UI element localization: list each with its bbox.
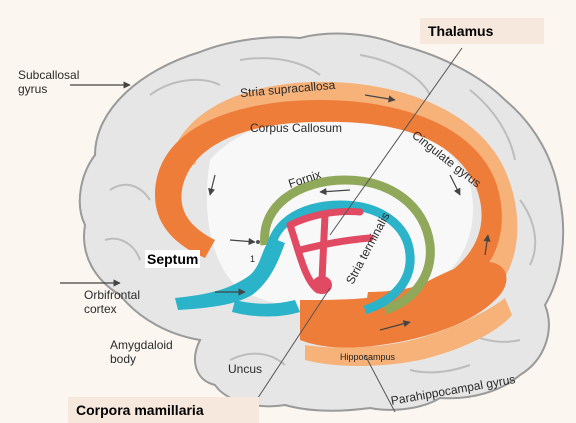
mark-dot [256, 240, 260, 244]
mamillary-body [312, 276, 332, 294]
label-amygdaloid-body: Amygdaloid body [110, 338, 173, 366]
label-subcallosal-gyrus: Subcallosal gyrus [18, 68, 79, 96]
label-thalamus: Thalamus [420, 18, 544, 44]
label-orbitofrontal-cortex: Orbifrontal cortex [84, 288, 140, 316]
label-septum: Septum [145, 250, 200, 268]
label-hippocampus: Hippocampus [340, 350, 395, 364]
label-corpus-callosum: Corpus Callosum [250, 121, 342, 135]
label-corpora-mamillaria: Corpora mamillaria [68, 397, 259, 423]
label-marker-1: 1 [250, 252, 255, 266]
label-uncus: Uncus [228, 362, 262, 376]
